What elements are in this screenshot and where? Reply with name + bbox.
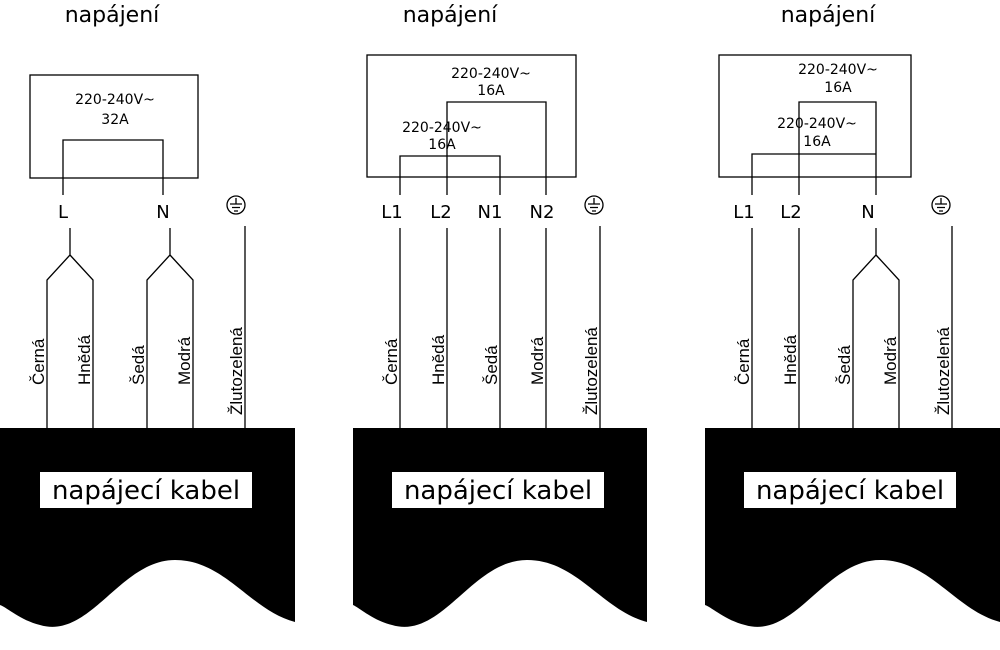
panel-1-n-fork (146, 228, 194, 428)
panel-1-wire-black: Černá (29, 338, 48, 385)
panel-2-terminal-l2: L2 (430, 202, 451, 223)
panel-1-bridge-wire (62, 139, 164, 195)
panel-2-cable-label-bg (392, 472, 604, 508)
panel-1-power-cable (0, 428, 295, 627)
panel-3-terminal-l2: L2 (780, 202, 801, 223)
panel-1-wire-brown: Hnědá (75, 334, 94, 385)
panel-3-wire-black: Černá (734, 338, 753, 385)
panel-2-wire-black: Černá (382, 338, 401, 385)
panel-3-rating-bottom-voltage: 220-240V~ (777, 116, 857, 132)
panel-3-cable-label: napájecí kabel (756, 476, 944, 506)
panel-2-rating-top-voltage: 220-240V~ (451, 66, 531, 82)
panel-2-terminal-l1: L1 (381, 202, 402, 223)
panel-1-rating-voltage: 220-240V~ (75, 92, 155, 108)
panel-2-rating-bottom-current: 16A (428, 137, 456, 153)
panel-3-rating-top-current: 16A (824, 80, 852, 96)
panel-1-cable-label-bg (40, 472, 252, 508)
panel-2-supply-box (366, 54, 577, 178)
panel-3-wire-grey: Šedá (835, 345, 854, 385)
panel-3-terminal-n: N (861, 202, 874, 223)
panel-3-rating-bottom-current: 16A (803, 134, 831, 150)
panel-1-rating-current: 32A (101, 112, 129, 128)
panel-2-terminal-n2: N2 (530, 202, 555, 223)
panel-2-rating-top-current: 16A (477, 83, 505, 99)
panel-1-terminal-l: L (58, 202, 68, 223)
panel-1-ground-icon (226, 195, 246, 215)
panel-1-supply-box (29, 74, 199, 179)
panel-2-bridge-bottom (399, 155, 501, 195)
panel-2-wire-grey: Šedá (482, 345, 501, 385)
panel-2-power-cable (353, 428, 647, 627)
panel-1-wire-blue: Modrá (175, 336, 194, 385)
panel-2-terminal-n1: N1 (478, 202, 503, 223)
panel-3-ground-icon (931, 195, 951, 215)
panel-3-title: napájení (781, 3, 876, 28)
panel-2-wire-brown: Hnědá (429, 334, 448, 385)
panel-1-title: napájení (65, 3, 160, 28)
diagram-panel-2: napájení 220-240V~ 16A 220-240V~ 16A L1 … (353, 3, 647, 627)
diagram-panel-1: napájení 220-240V~ 32A L N Černá Hnědá Š… (0, 3, 295, 627)
panel-2-bridge-top (446, 101, 547, 195)
panel-3-n-fork (852, 228, 900, 428)
panel-3-wire-green-yellow: Žlutozelená (934, 327, 953, 415)
panel-3-rating-top-voltage: 220-240V~ (798, 62, 878, 78)
panel-3-wire-blue: Modrá (881, 336, 900, 385)
panel-1-terminal-n: N (156, 202, 169, 223)
panel-3-cable-label-bg (744, 472, 956, 508)
panel-3-supply-box (718, 54, 912, 178)
panel-3-wire-brown: Hnědá (781, 334, 800, 385)
panel-2-wire-blue: Modrá (528, 336, 547, 385)
panel-3-terminal-l1: L1 (733, 202, 754, 223)
panel-2-wire-green-yellow: Žlutozelená (582, 327, 601, 415)
panel-3-bridge-bottom (751, 153, 876, 195)
panel-1-l-fork (46, 228, 94, 428)
panel-3-bridge-top (798, 101, 877, 195)
panel-2-ground-icon (584, 195, 604, 215)
panel-2-rating-bottom-voltage: 220-240V~ (402, 120, 482, 136)
panel-2-title: napájení (403, 3, 498, 28)
panel-3-power-cable (705, 428, 1000, 627)
panel-1-wire-grey: Šedá (129, 345, 148, 385)
panel-1-cable-label: napájecí kabel (52, 476, 240, 506)
panel-2-cable-label: napájecí kabel (404, 476, 592, 506)
panel-1-wire-green-yellow: Žlutozelená (227, 327, 246, 415)
diagram-panel-3: napájení 220-240V~ 16A 220-240V~ 16A L1 … (705, 3, 1000, 627)
